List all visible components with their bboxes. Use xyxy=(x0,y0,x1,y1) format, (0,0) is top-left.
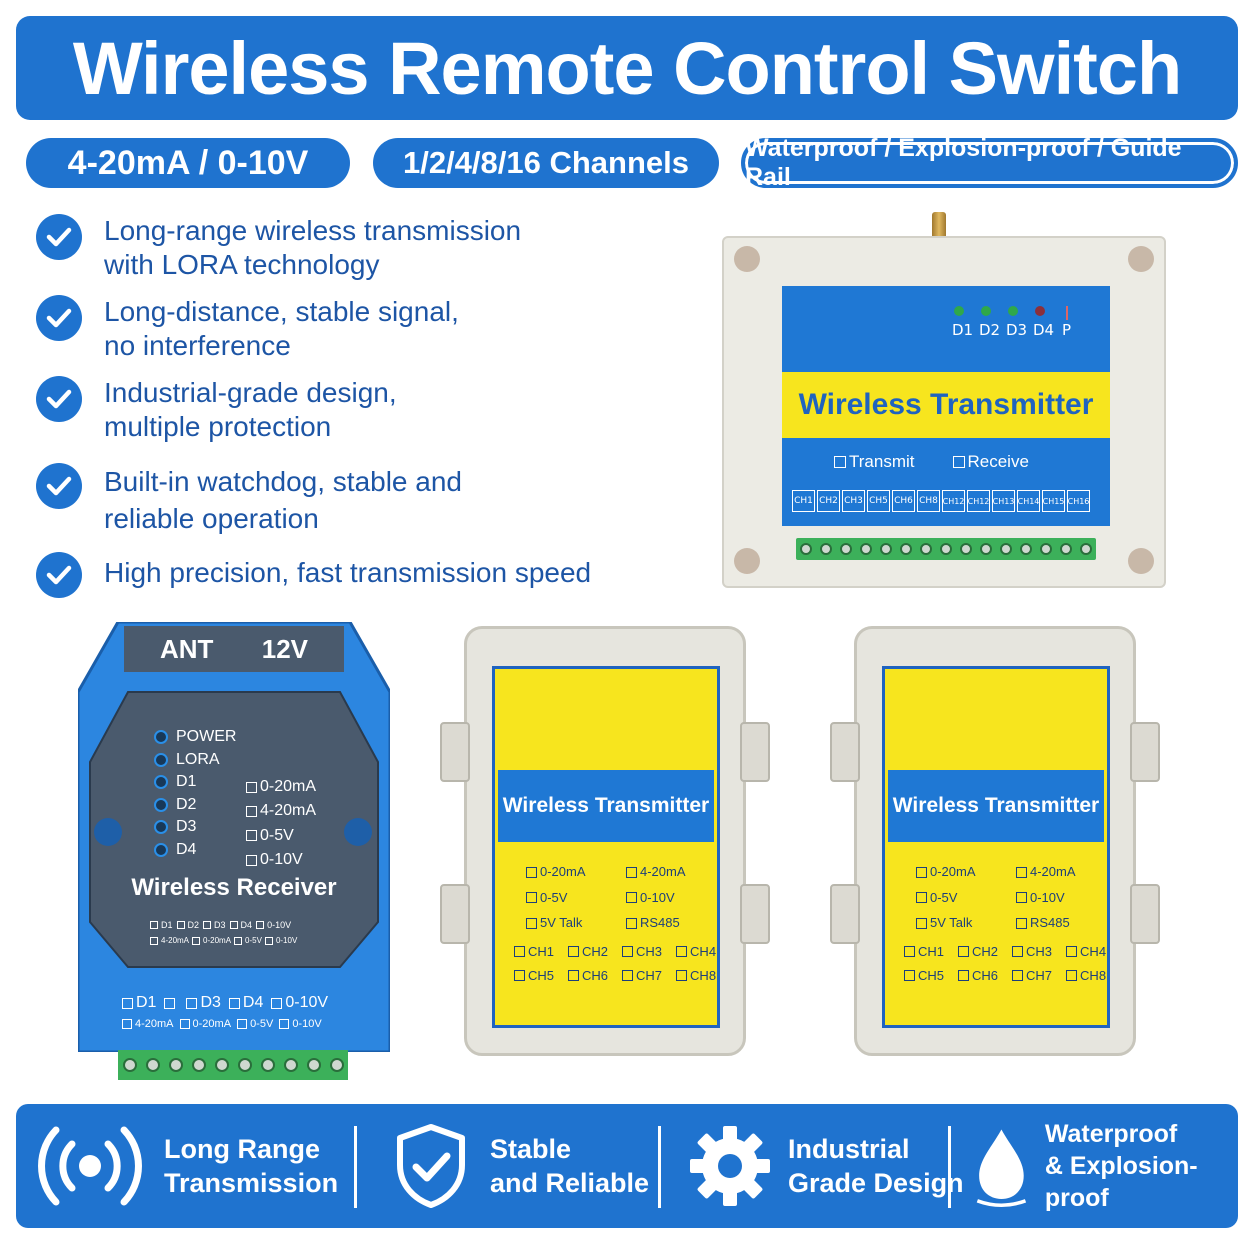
box-transmitter-device: Wireless Transmitter 0-20mA 0-5V 5V Talk… xyxy=(440,622,770,1062)
bottom-feature-item: Industrial Grade Design xyxy=(688,1104,964,1228)
hinge xyxy=(440,722,470,782)
antenna-icon xyxy=(932,212,946,240)
divider xyxy=(658,1126,661,1208)
page-title: Wireless Remote Control Switch xyxy=(72,26,1182,110)
wireless-receiver-device: ANT 12V POWER LORA D1 D2 D3 D4 0-20mA 4-… xyxy=(78,622,390,1082)
divider xyxy=(354,1126,357,1208)
latch xyxy=(740,884,770,944)
feature-item: Industrial-grade design, multiple protec… xyxy=(36,376,397,444)
checkmark-icon xyxy=(36,552,82,598)
led-list: POWER LORA D1 D2 D3 D4 xyxy=(154,726,236,861)
feature-item: Long-distance, stable signal, no interfe… xyxy=(36,295,459,363)
mount-hole xyxy=(1128,548,1154,574)
front-label xyxy=(492,666,720,1028)
bottom-feature-item: Stable and Reliable xyxy=(394,1104,649,1228)
mount-hole xyxy=(344,818,372,846)
terminal-block xyxy=(796,538,1096,560)
hinge xyxy=(440,884,470,944)
latch xyxy=(1130,884,1160,944)
gear-icon xyxy=(690,1126,770,1206)
mount-hole xyxy=(1128,246,1154,272)
device-label: Wireless Transmitter xyxy=(892,794,1100,817)
mount-hole xyxy=(734,246,760,272)
terminal-block xyxy=(118,1050,348,1080)
spec-pill-channels: 1/2/4/8/16 Channels xyxy=(373,138,719,188)
mount-hole xyxy=(94,818,122,846)
device-label: Wireless Transmitter xyxy=(502,794,710,817)
hinge xyxy=(830,884,860,944)
divider xyxy=(948,1126,951,1208)
bottom-feature-item: Waterproof & Explosion-proof xyxy=(972,1104,1238,1228)
checkmark-icon xyxy=(36,376,82,422)
shield-check-icon xyxy=(397,1124,465,1208)
spec-pill-protection: Waterproof / Explosion-proof / Guide Rai… xyxy=(741,134,1238,191)
device-label: Wireless Transmitter xyxy=(798,388,1094,421)
feature-item: High precision, fast transmission speed xyxy=(36,552,591,598)
spec-pill-signal: 4-20mA / 0-10V xyxy=(26,138,350,188)
latch xyxy=(740,722,770,782)
channel-strip: CH1 CH2 CH3 CH5 CH6 CH8 CH12 CH12 CH13 C… xyxy=(792,490,1090,512)
checkmark-icon xyxy=(36,214,82,260)
hinge xyxy=(830,722,860,782)
rail-transmitter-device: D1 D2 D3 D4 P Wireless Transmitter Trans… xyxy=(722,212,1166,588)
device-label: Wireless Receiver xyxy=(131,874,337,901)
checkmark-icon xyxy=(36,295,82,341)
water-drop-icon xyxy=(976,1129,1027,1208)
signal-icon xyxy=(38,1126,142,1206)
feature-item: Long-range wireless transmission with LO… xyxy=(36,214,521,282)
bottom-feature-item: Long Range Transmission xyxy=(38,1104,338,1228)
box-transmitter-device: Wireless Transmitter 0-20mA 0-5V 5V Talk… xyxy=(830,622,1160,1062)
front-label xyxy=(882,666,1110,1028)
mount-hole xyxy=(734,548,760,574)
title-banner: Wireless Remote Control Switch xyxy=(16,16,1238,120)
checkmark-icon xyxy=(36,463,82,509)
feature-item: Built-in watchdog, stable and reliable o… xyxy=(36,463,462,537)
bottom-feature-banner: Long Range Transmission Stable and Relia… xyxy=(16,1104,1238,1228)
latch xyxy=(1130,722,1160,782)
